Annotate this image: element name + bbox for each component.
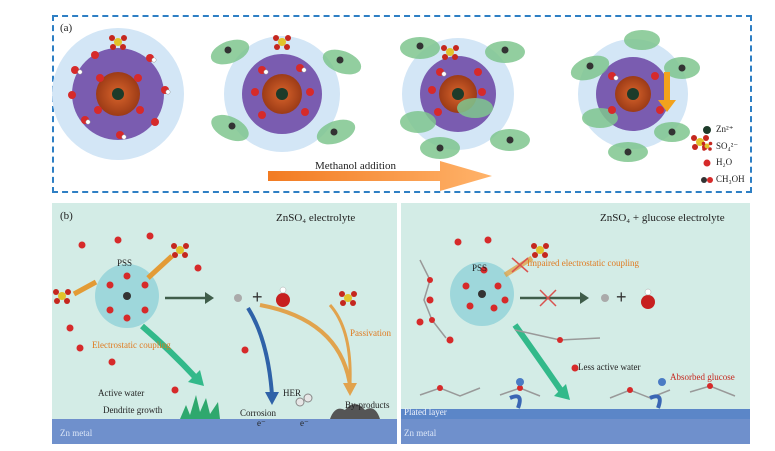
passivation-arrow bbox=[259, 303, 352, 386]
legend-zn-icon bbox=[703, 126, 711, 134]
corrosion-arrow bbox=[246, 306, 274, 396]
electrostatic-label: Electrostatic coupling bbox=[92, 340, 171, 350]
methanol-molecules bbox=[224, 42, 686, 156]
zn-metal-left-label: Zn metal bbox=[60, 428, 93, 438]
dendrite-label: Dendrite growth bbox=[103, 405, 163, 415]
legend-sulfate-icon bbox=[701, 141, 713, 151]
svg-text:+: + bbox=[616, 287, 627, 307]
electron-1: e⁻ bbox=[257, 418, 266, 428]
legend-water-label: H₂O bbox=[716, 157, 733, 167]
zn-metal-left bbox=[52, 419, 397, 444]
dendrite-icon bbox=[180, 395, 220, 419]
active-water-arrow bbox=[140, 323, 199, 381]
plated-layer bbox=[401, 409, 750, 419]
legend-zn-label: Zn²⁺ bbox=[716, 124, 734, 134]
active-water-label: Active water bbox=[98, 388, 145, 398]
legend-sulfate-label: SO₄²⁻ bbox=[716, 141, 739, 151]
less-water-label: Less active water bbox=[578, 362, 641, 372]
plated-label: Plated layer bbox=[404, 407, 447, 417]
corrosion-label: Corrosion bbox=[240, 408, 276, 418]
impaired-label: Impaired electrostatic coupling bbox=[527, 258, 639, 268]
methanol-addition-label: Methanol addition bbox=[315, 160, 396, 172]
right-title: ZnSO₄ + glucose electrolyte bbox=[600, 212, 725, 224]
sulfate-ions bbox=[109, 35, 709, 150]
absorbed-label: Absorbed glucose bbox=[670, 372, 735, 382]
methanol-addition-arrow bbox=[268, 161, 492, 191]
water-molecules bbox=[68, 51, 664, 139]
pss-left-label: PSS bbox=[117, 258, 133, 268]
panel-b-label: (b) bbox=[60, 210, 73, 222]
her-label: HER bbox=[283, 388, 301, 398]
byproducts-label: By-products bbox=[345, 400, 390, 410]
panel-a-label: (a) bbox=[60, 22, 73, 34]
passivation-label: Passivation bbox=[350, 328, 392, 338]
svg-text:+: + bbox=[252, 287, 263, 307]
pss-right-label: PSS bbox=[472, 263, 488, 273]
left-title: ZnSO₄ electrolyte bbox=[276, 212, 356, 224]
electron-2: e⁻ bbox=[300, 418, 309, 428]
legend-methanol-label: CH₃OH bbox=[716, 174, 745, 184]
zn-metal-right bbox=[401, 419, 750, 444]
zn-metal-right-label: Zn metal bbox=[404, 428, 437, 438]
legend-methanol-icon bbox=[701, 177, 713, 183]
displacement-arrow bbox=[658, 72, 676, 112]
legend-water-icon bbox=[701, 158, 713, 167]
byproducts-icon bbox=[330, 404, 380, 419]
